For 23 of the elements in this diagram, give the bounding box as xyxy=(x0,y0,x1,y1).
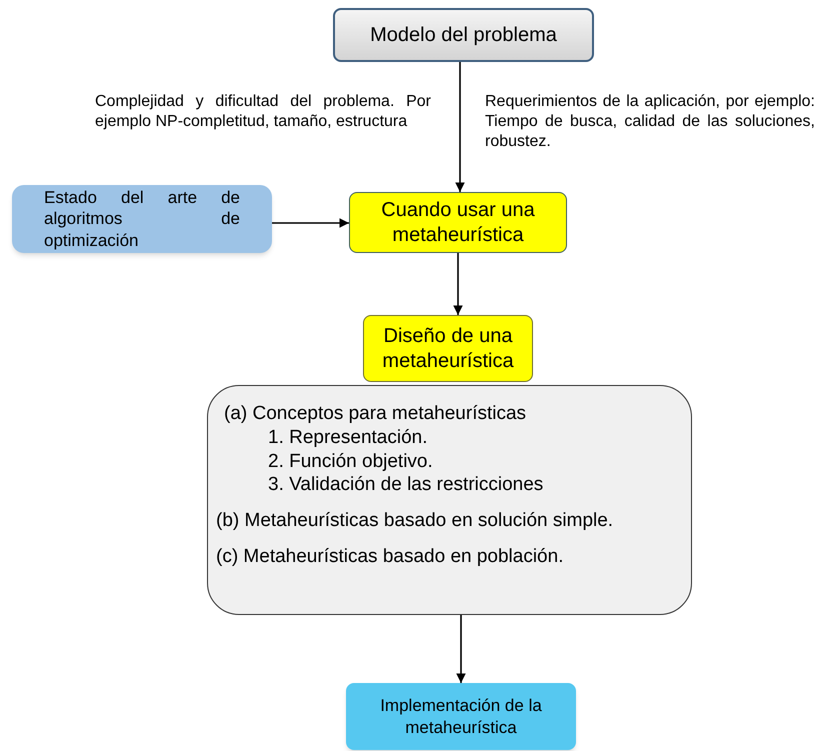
list-item: (c) Metaheurísticas basado en población. xyxy=(216,544,564,568)
list-item: 1. Representación. xyxy=(268,426,428,450)
node-label: Estado del arte de algoritmos de optimización xyxy=(44,187,240,251)
process-box xyxy=(363,315,533,382)
process-box xyxy=(333,8,594,62)
section-heading: (a) Conceptos para metaheurísticas xyxy=(224,402,528,426)
node-label: Modelo del problema xyxy=(370,22,557,48)
list-item: 2. Función objetivo. xyxy=(268,450,434,474)
arrow xyxy=(456,615,466,683)
list-item: (b) Metaheurísticas basado en solución simple. xyxy=(216,509,614,533)
content-panel xyxy=(207,385,692,615)
process-box xyxy=(349,192,567,253)
arrow xyxy=(455,62,465,192)
annotation-text: Complejidad y dificultad del problema. Por ejemplo NP-completitud, tamaño, estructura xyxy=(95,92,431,132)
arrow xyxy=(272,218,349,228)
output-box xyxy=(346,683,576,750)
node-label: Implementación de la metaheurística xyxy=(379,695,543,738)
input-box xyxy=(12,185,272,253)
arrow xyxy=(453,253,463,315)
list-item: 3. Validación de las restricciones xyxy=(268,473,544,497)
node-label: Cuando usar una metaheurística xyxy=(380,198,536,248)
annotation-text: Requerimientos de la aplicación, por ejemplo: Tiempo de busca, calidad de las soluciones, robustez. xyxy=(485,92,815,152)
node-label: Diseño de una metaheurística xyxy=(381,324,515,374)
